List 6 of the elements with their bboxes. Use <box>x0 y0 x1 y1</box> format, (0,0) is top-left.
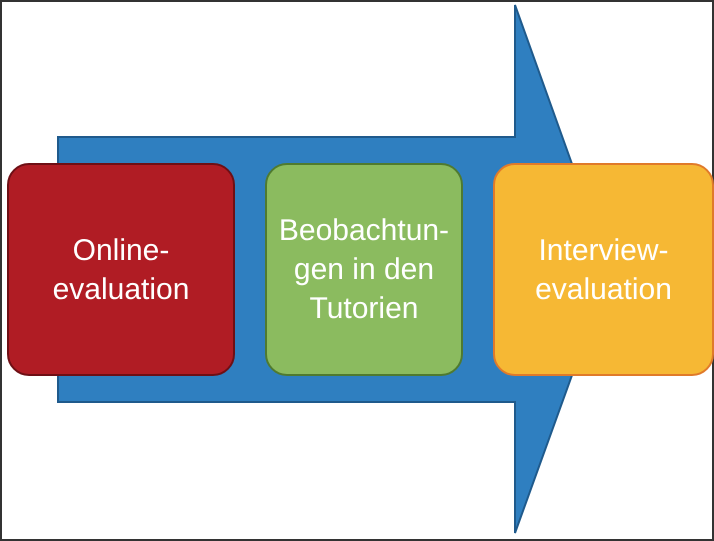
step-label: Interview- evaluation <box>534 232 673 308</box>
step-label: Beobachtun- gen in den Tutorien <box>278 213 450 327</box>
process-box <box>7 163 235 376</box>
step-label: Online- evaluation <box>52 232 190 308</box>
process-box <box>265 163 463 376</box>
process-box <box>493 163 714 376</box>
